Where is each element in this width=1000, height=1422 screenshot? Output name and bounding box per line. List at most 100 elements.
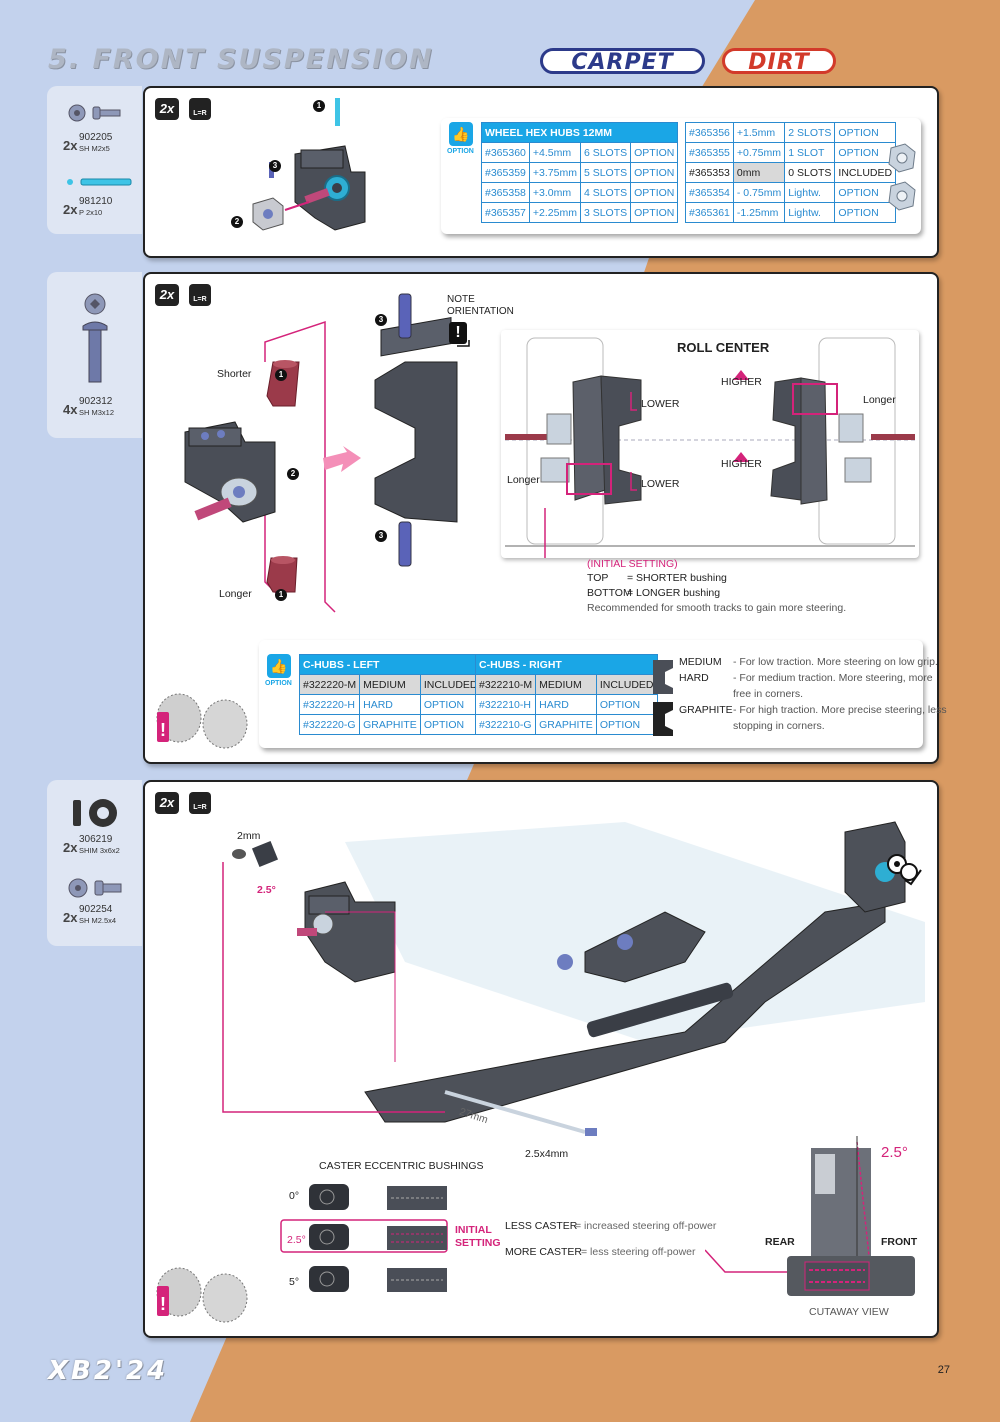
step3-panel: 2x L=R 2mm 2.5° 27mm 2.5x4mm CASTER ECCE…	[143, 780, 939, 1338]
label-longer: Longer	[863, 394, 896, 406]
less-caster-desc: = increased steering off-power	[575, 1220, 717, 1232]
callout-3: 3	[375, 314, 387, 326]
left-equals-right-icon: L=R	[189, 98, 211, 120]
left-equals-right-icon: L=R	[189, 792, 211, 814]
label-shorter: Shorter	[217, 368, 252, 380]
caster-row-label: 2.5°	[287, 1234, 306, 1246]
shim-306219-icon	[73, 799, 117, 827]
caster-pointer-line	[705, 1249, 809, 1273]
label-longer: Longer	[507, 474, 540, 486]
callout-2: 2	[287, 468, 299, 480]
thumbs-up-icon: 👍	[267, 654, 291, 678]
roll-center-title: ROLL CENTER	[677, 340, 770, 355]
warning-icon: !	[449, 322, 467, 344]
screw-902312-icon	[82, 293, 108, 383]
svg-text:!: !	[160, 720, 166, 740]
part-qty: 2x	[63, 910, 78, 925]
hex-hub-icon	[888, 143, 916, 211]
hub-carrier-illustration	[252, 98, 366, 231]
less-caster: LESS CASTER	[505, 1220, 578, 1232]
material-desc: - For low traction. More steering on low…	[733, 656, 938, 668]
material-desc: stopping in corners.	[733, 720, 825, 732]
initial-bottom-value: = LONGER bushing	[627, 587, 721, 599]
c-hub-profile-icon	[653, 660, 673, 736]
cutaway-view-label: CUTAWAY VIEW	[809, 1306, 889, 1318]
multiplier-badge: 2x	[155, 98, 179, 120]
callout-3: 3	[375, 530, 387, 542]
thumbs-up-icon: 👍	[449, 122, 473, 146]
material-desc: - For medium traction. More steering, mo…	[733, 672, 933, 684]
option-label: OPTION	[265, 680, 292, 687]
pin-981210-icon	[67, 178, 132, 186]
label-screw-size: 2.5x4mm	[525, 1148, 569, 1160]
callout-1: 1	[313, 100, 325, 112]
more-caster-desc: = less steering off-power	[581, 1246, 696, 1258]
label-higher: HIGHER	[721, 376, 762, 388]
initial-top-label: TOP	[587, 572, 609, 584]
svg-text:!: !	[160, 1294, 166, 1314]
label-lower: LOWER	[641, 398, 680, 410]
callout-1: 1	[275, 589, 287, 601]
caster-bushings-diagram	[280, 1184, 448, 1292]
table-header: WHEEL HEX HUBS 12MM	[480, 122, 679, 143]
hex-hubs-option-box: 👍 OPTION WHEEL HEX HUBS 12MM #365360+4.5…	[441, 118, 921, 234]
c-hub-assembly-illustration	[184, 293, 470, 613]
dirt-track-warning-icon: !	[156, 693, 248, 749]
xb2-logo: XB2'24	[48, 1356, 169, 1386]
initial-setting-title: (INITIAL SETTING)	[587, 558, 678, 570]
material-desc: - For high traction. More precise steeri…	[733, 704, 947, 716]
dirt-badge: DIRT	[722, 48, 836, 75]
table-header: C-HUBS - LEFT	[299, 654, 482, 675]
label-higher: HIGHER	[721, 458, 762, 470]
note-orientation: NOTE ORIENTATION	[447, 294, 514, 317]
callout-3: 3	[269, 160, 281, 172]
initial-setting-label: INITIAL SETTING	[455, 1224, 501, 1249]
part-qty: 2x	[63, 138, 78, 153]
part-qty: 2x	[63, 202, 78, 217]
material-desc: free in corners.	[733, 688, 804, 700]
option-label: OPTION	[447, 148, 474, 155]
more-caster: MORE CASTER	[505, 1246, 583, 1258]
label-lower: LOWER	[641, 478, 680, 490]
part-qty: 4x	[63, 402, 78, 417]
callout-2: 2	[231, 216, 243, 228]
carpet-badge: CARPET	[540, 48, 705, 75]
label-caster-angle: 2.5°	[257, 884, 276, 896]
cutaway-angle: 2.5°	[881, 1144, 908, 1161]
label-longer: Longer	[219, 588, 252, 600]
material-name: HARD	[679, 672, 709, 684]
section-title: 5. FRONT SUSPENSION	[48, 44, 434, 75]
roll-center-box: ROLL CENTER LOWER LOWER HIGHER HIGHER Lo…	[501, 330, 919, 558]
front-arm-assembly-illustration	[222, 821, 925, 1136]
step2-panel: 2x L=R Shorter 1 Longer 1 2 3 3 NOTE ORI…	[143, 272, 947, 764]
cutaway-view-diagram	[787, 1136, 915, 1296]
dirt-track-warning-icon: !	[156, 1267, 248, 1323]
label-2mm: 2mm	[237, 830, 261, 842]
caster-row-label: 5°	[289, 1276, 300, 1288]
table-header: C-HUBS - RIGHT	[475, 654, 658, 675]
step1-panel: 2x L=R 1 3 2 👍 OPTION WHEEL HEX HUBS 12M…	[143, 86, 939, 258]
screw-902254-icon	[68, 878, 122, 898]
initial-top-value: = SHORTER bushing	[627, 572, 727, 584]
